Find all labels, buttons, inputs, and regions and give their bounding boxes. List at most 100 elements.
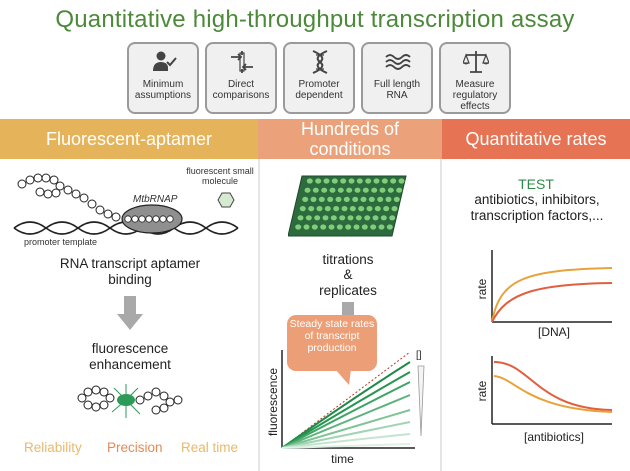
plate-well (347, 215, 354, 221)
plate-well (348, 178, 355, 184)
test-label: TEST (518, 176, 554, 192)
feature-direct-comparisons: Direct comparisons (205, 42, 277, 114)
plate-well (398, 178, 405, 184)
plate-well (358, 206, 365, 212)
plate-well (391, 206, 398, 212)
chart1-xlabel: [DNA] (537, 325, 570, 339)
plate-well (354, 187, 361, 193)
steady-state-callout-text: Steady state rates of transcript product… (289, 318, 375, 354)
plot-ylabel: fluorescence (266, 367, 280, 437)
feature-measure-regulatory-effects: Measure regulatory effects (439, 42, 511, 114)
plate-well (302, 196, 309, 202)
plate-well (299, 206, 306, 212)
feature-label: Minimum assumptions (134, 79, 192, 101)
waves-icon (385, 54, 411, 70)
feature-promoter-dependent: Promoter dependent (283, 42, 355, 114)
plate-well (318, 196, 325, 202)
plate-well (327, 196, 334, 202)
plate-well (368, 196, 375, 202)
plate-well (370, 224, 377, 230)
plate-well (361, 224, 368, 230)
plate-well (321, 187, 328, 193)
plate-well (377, 196, 384, 202)
feature-label: Promoter dependent (295, 79, 343, 101)
plate-well (387, 187, 394, 193)
plate-well (341, 206, 348, 212)
plate-well (353, 224, 360, 230)
spacer (335, 281, 361, 282)
plate-well (355, 215, 362, 221)
plate-well (305, 215, 312, 221)
plate-well (379, 187, 386, 193)
plate-well (328, 224, 335, 230)
step-rna-transcript: RNA transcript aptamer binding (59, 256, 201, 287)
plate-well (343, 196, 350, 202)
fluorescence-time-plot (281, 350, 425, 449)
steady-state-callout: Steady state rates of transcript product… (287, 315, 377, 371)
plate-well (386, 224, 393, 230)
plate-well (312, 187, 319, 193)
plate-well (346, 187, 353, 193)
plate-well (383, 206, 390, 212)
plate-well (349, 206, 356, 212)
chart1-ylabel: rate (475, 278, 489, 300)
plate-well (337, 187, 344, 193)
titrations-label: titrations (322, 252, 374, 267)
plate-well (356, 178, 363, 184)
feature-label: Full length RNA (373, 79, 421, 101)
aptamer-bound-icon (77, 384, 183, 418)
plate-well (396, 187, 403, 193)
plate-well (295, 224, 302, 230)
plate-well (314, 215, 321, 221)
chart2-xlabel: [antibiotics] (523, 430, 585, 444)
step-fluorescence: fluorescence enhancement (89, 341, 171, 372)
plate-well (316, 206, 323, 212)
plate-well (331, 178, 338, 184)
small-molecule-label: fluorescent small molecule (186, 166, 254, 186)
section-header-conditions-text: Hundreds of conditions (300, 119, 400, 159)
plate-well (320, 224, 327, 230)
plate-well (372, 215, 379, 221)
promoter-template-label: promoter template (24, 237, 98, 247)
rate-vs-antibiotics-chart (491, 356, 613, 425)
section-header-rates: Quantitative rates (442, 119, 630, 159)
chart2-ylabel: rate (475, 380, 489, 402)
test-description: antibiotics, inhibitors, transcription f… (470, 192, 604, 223)
replicates-label: replicates (319, 283, 377, 298)
plate-well (390, 178, 397, 184)
feature-label: Measure regulatory effects (452, 79, 498, 112)
plot-xlabel: time (331, 452, 354, 466)
plate-well (324, 206, 331, 212)
plate-well (303, 224, 310, 230)
page-title: Quantitative high-throughput transcripti… (55, 6, 575, 33)
down-arrow-icon (117, 296, 143, 330)
plate-well (339, 215, 346, 221)
plate-well (311, 224, 318, 230)
plate-well (371, 187, 378, 193)
plate-well (333, 206, 340, 212)
plate-well (389, 215, 396, 221)
mtb-rnap-label: MtbRNAP (133, 194, 178, 205)
section-header-conditions: Hundreds of conditions (258, 119, 442, 159)
label-reliability: Reliability (24, 440, 82, 455)
section-header-fluorescent: Fluorescent-aptamer (0, 119, 258, 159)
column-rates (442, 159, 630, 471)
plate-well (365, 178, 372, 184)
plate-well (374, 206, 381, 212)
plate-well (345, 224, 352, 230)
dna-icon (312, 50, 328, 74)
feature-minimum-assumptions: Minimum assumptions (127, 42, 199, 114)
plot-bracket-label: [] (416, 350, 422, 361)
plate-well (330, 215, 337, 221)
plate-well (366, 206, 373, 212)
rnap-transcription-diagram (13, 173, 239, 235)
label-real-time: Real time (181, 440, 239, 455)
plate-well (310, 196, 317, 202)
plate-well (306, 178, 313, 184)
plate-well (378, 224, 385, 230)
plate-well (336, 224, 343, 230)
feature-label: Direct comparisons (212, 79, 270, 101)
plate-well (362, 187, 369, 193)
plate-well (323, 178, 330, 184)
callout-pointer (335, 369, 351, 385)
